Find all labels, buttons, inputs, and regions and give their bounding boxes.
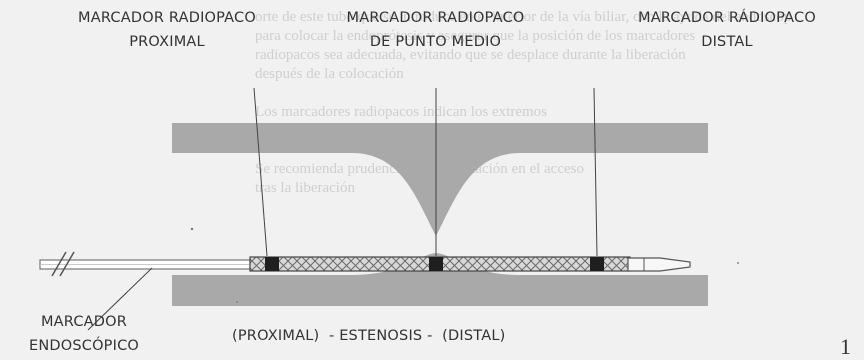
break-mark: [51, 251, 67, 277]
proximal-leader: [253, 87, 268, 257]
proximal-marker: [265, 257, 279, 271]
endoscopic-marker-label: MARCADOR ENDOSCÓPICO: [28, 314, 140, 354]
upper-duct-wall: [172, 123, 708, 236]
distal-marker: [590, 257, 604, 271]
break-mark: [59, 251, 75, 277]
page-number: 1: [840, 334, 851, 359]
midpoint-marker-label: MARCADOR RADIOPACO DE PUNTO MEDIO: [346, 10, 525, 50]
distal-leader: [593, 87, 598, 257]
catheter-tip: [627, 257, 691, 272]
endoscopic-leader: [87, 267, 153, 331]
distal-marker-label: MARCADOR RÁDIOPACO DISTAL: [638, 10, 816, 50]
midpoint-marker: [429, 257, 443, 271]
stenosis-caption: (PROXIMAL) - ESTENOSIS - (DISTAL): [232, 328, 506, 344]
proximal-marker-label: MARCADOR RADIOPACO PROXIMAL: [78, 10, 256, 50]
lower-duct-wall: [172, 253, 708, 306]
